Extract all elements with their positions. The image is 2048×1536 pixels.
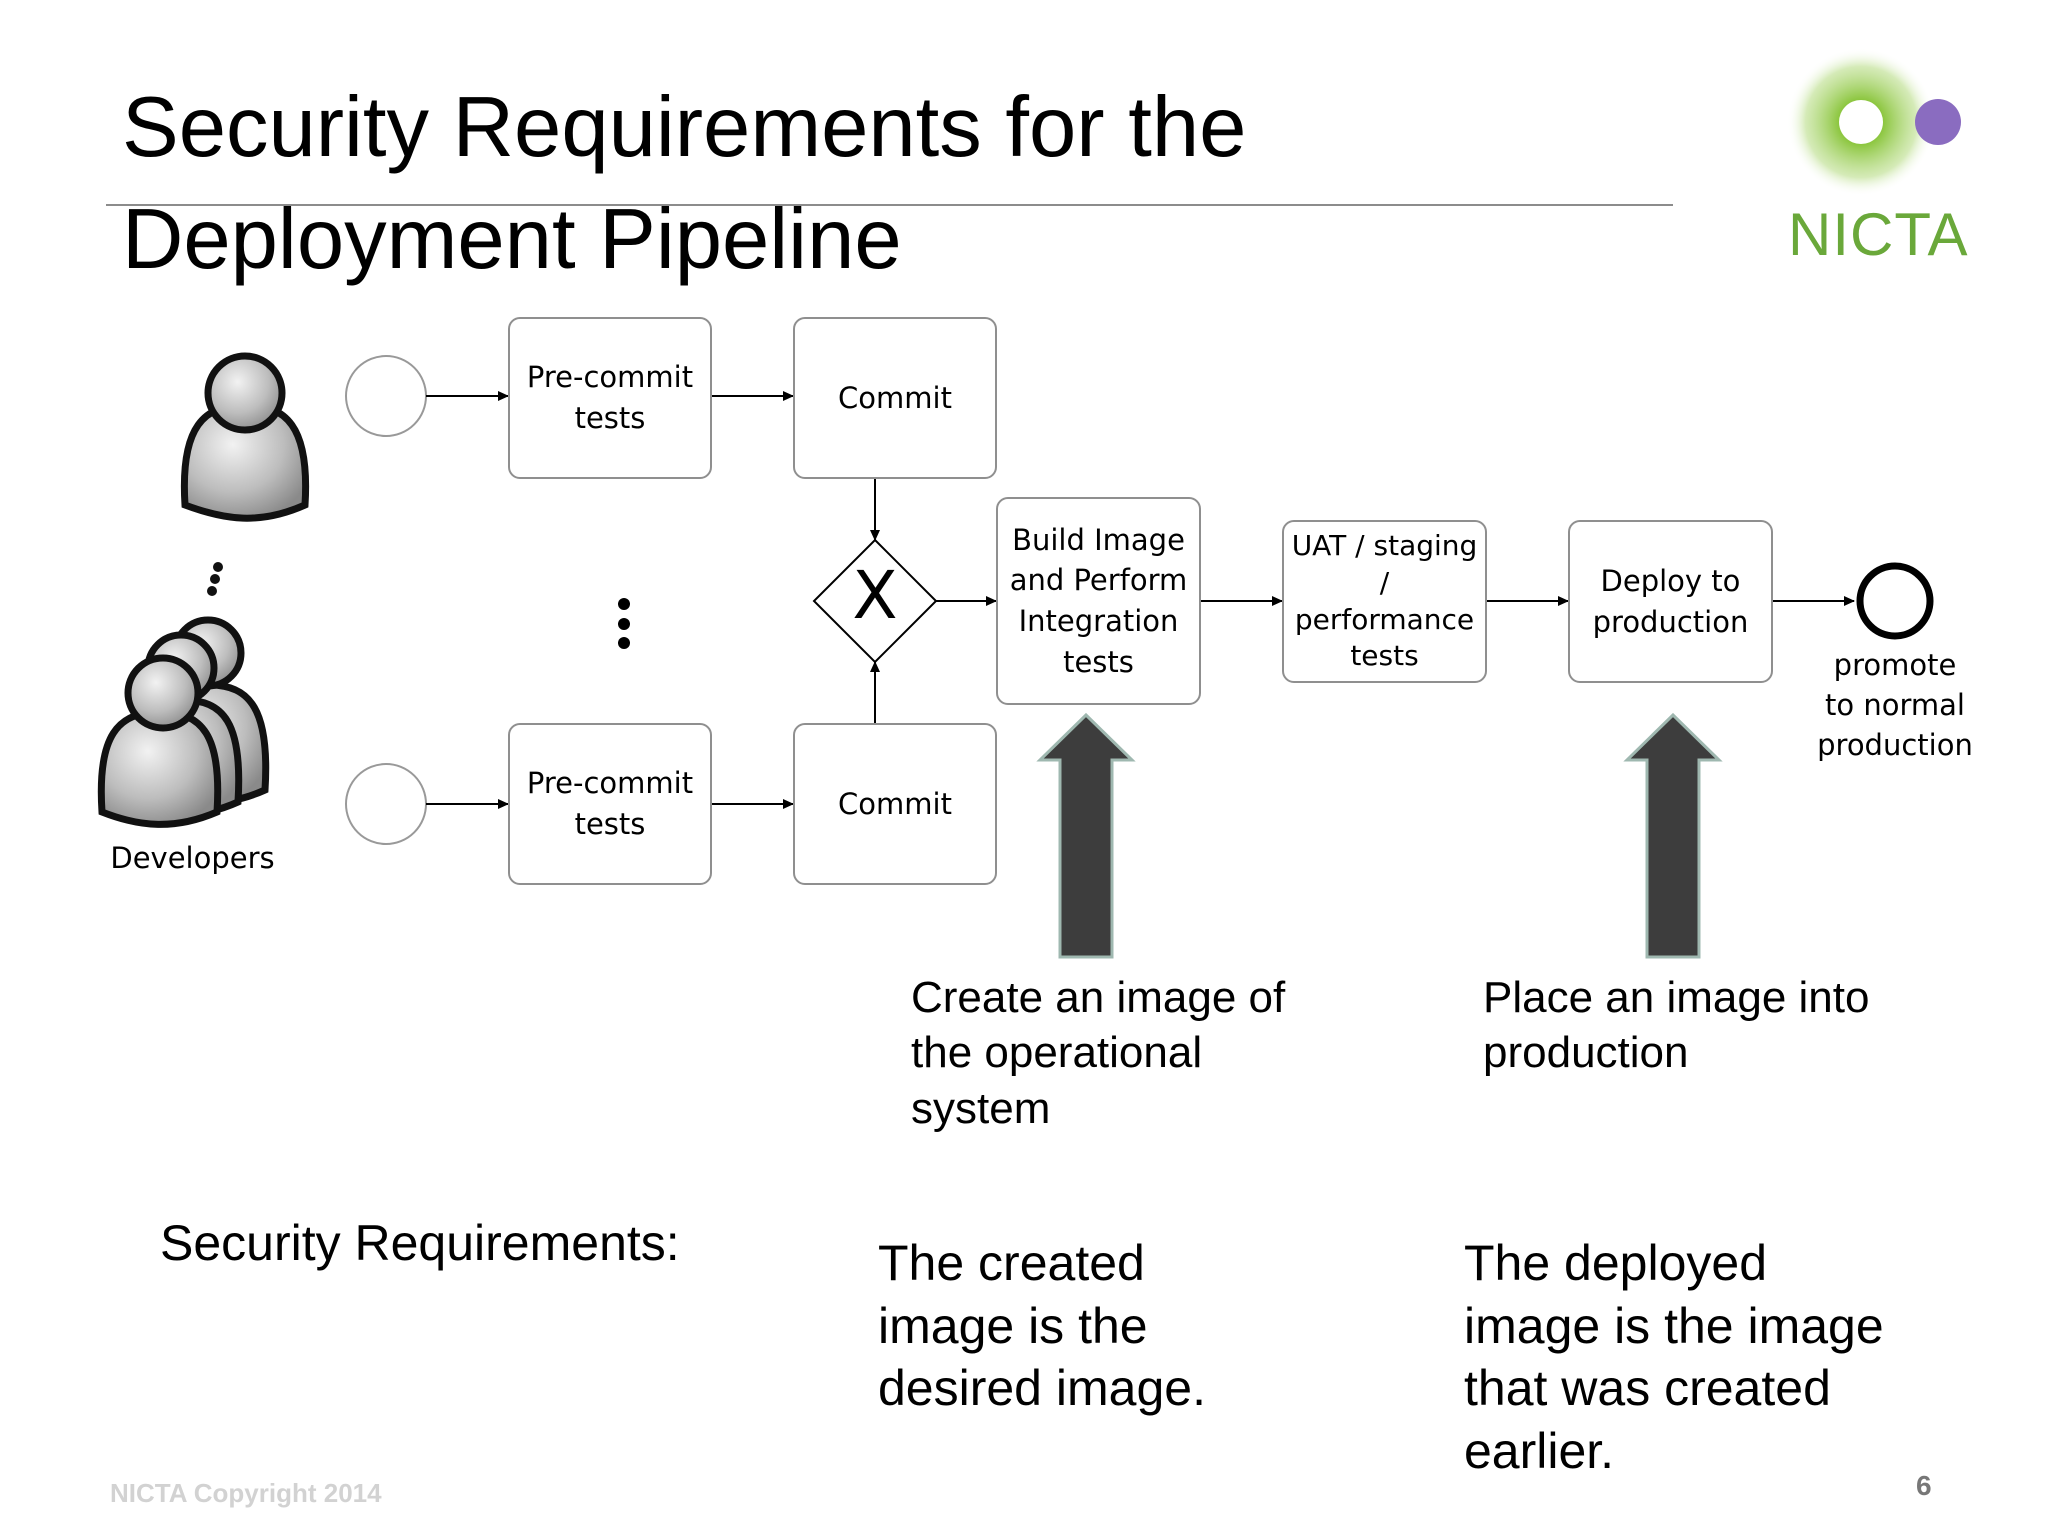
callout-arrow-build-icon xyxy=(1036,712,1136,959)
task-label: tests xyxy=(574,807,646,841)
task-label: Pre-commit xyxy=(526,766,694,801)
caption-place-image: Place an image into production xyxy=(1483,970,1869,1081)
requirement-line: that was created xyxy=(1464,1360,1831,1416)
caption-line: production xyxy=(1483,1028,1689,1078)
nicta-logo-icon xyxy=(1787,48,1961,196)
task-label: UAT / staging / xyxy=(1291,528,1478,599)
requirement-line: The created xyxy=(878,1235,1145,1291)
task-label: and Perform xyxy=(1009,563,1188,598)
developer-ellipsis-icon xyxy=(207,562,223,596)
start-event-bottom xyxy=(345,763,427,845)
task-label: tests xyxy=(1063,644,1134,679)
copyright-text: NICTA Copyright 2014 xyxy=(110,1478,382,1508)
requirement-line: image is the xyxy=(878,1297,1148,1354)
slide-title-line-1: Security Requirements for the xyxy=(122,80,1247,175)
task-label: Integration xyxy=(1018,604,1179,638)
developers-group-icon xyxy=(97,616,270,828)
requirements-heading: Security Requirements: xyxy=(160,1215,680,1271)
task-build-image: Build Image and Perform Integration test… xyxy=(996,497,1201,705)
task-label: Pre-commit xyxy=(526,360,694,395)
developer-person-icon xyxy=(180,352,310,522)
task-deploy-production: Deploy to production xyxy=(1568,520,1773,683)
start-event-top xyxy=(345,355,427,437)
exclusive-gateway xyxy=(812,538,938,664)
nicta-logo-text: NICTA xyxy=(1788,201,1969,268)
developers-label: Developers xyxy=(110,841,275,875)
gateway-symbol: X xyxy=(852,557,898,634)
requirement-deployed-image: The deployed image is the image that was… xyxy=(1464,1232,1884,1482)
title-divider xyxy=(106,204,1673,206)
task-label: production xyxy=(1592,604,1749,639)
requirement-line: earlier. xyxy=(1464,1422,1615,1479)
task-label: Deploy to xyxy=(1600,563,1741,598)
slide-title-line-2: Deployment Pipeline xyxy=(122,192,902,287)
end-label-line: to normal xyxy=(1825,688,1965,723)
end-event xyxy=(1856,562,1934,640)
lane-ellipsis-icon xyxy=(618,598,630,649)
page-number: 6 xyxy=(1916,1470,1932,1501)
end-label-line: promote xyxy=(1833,648,1957,682)
end-event-label: promote to normal production xyxy=(1800,645,1990,765)
task-label: Commit xyxy=(838,380,952,415)
task-commit-top: Commit xyxy=(793,317,997,479)
task-precommit-bottom: Pre-commit tests xyxy=(508,723,712,885)
task-label: tests xyxy=(1350,639,1419,673)
caption-line: the operational xyxy=(911,1028,1203,1078)
caption-line: Place an image into xyxy=(1483,973,1870,1022)
caption-create-image: Create an image of the operational syste… xyxy=(911,970,1285,1136)
caption-line: system xyxy=(911,1083,1051,1133)
requirement-line: The deployed xyxy=(1464,1235,1768,1291)
task-uat-staging: UAT / staging / performance tests xyxy=(1282,520,1487,683)
task-label: performance xyxy=(1294,602,1475,636)
task-commit-bottom: Commit xyxy=(793,723,997,885)
sequence-flows xyxy=(426,391,1855,809)
task-label: tests xyxy=(574,401,646,435)
task-label: Commit xyxy=(838,786,952,821)
end-label-line: production xyxy=(1817,728,1973,763)
task-label: Build Image xyxy=(1012,522,1185,557)
requirement-line: desired image. xyxy=(878,1360,1206,1416)
requirement-created-image: The created image is the desired image. xyxy=(878,1232,1206,1420)
requirement-line: image is the image xyxy=(1464,1297,1884,1354)
callout-arrow-deploy-icon xyxy=(1623,712,1723,959)
task-precommit-top: Pre-commit tests xyxy=(508,317,712,479)
caption-line: Create an image of xyxy=(911,973,1286,1022)
